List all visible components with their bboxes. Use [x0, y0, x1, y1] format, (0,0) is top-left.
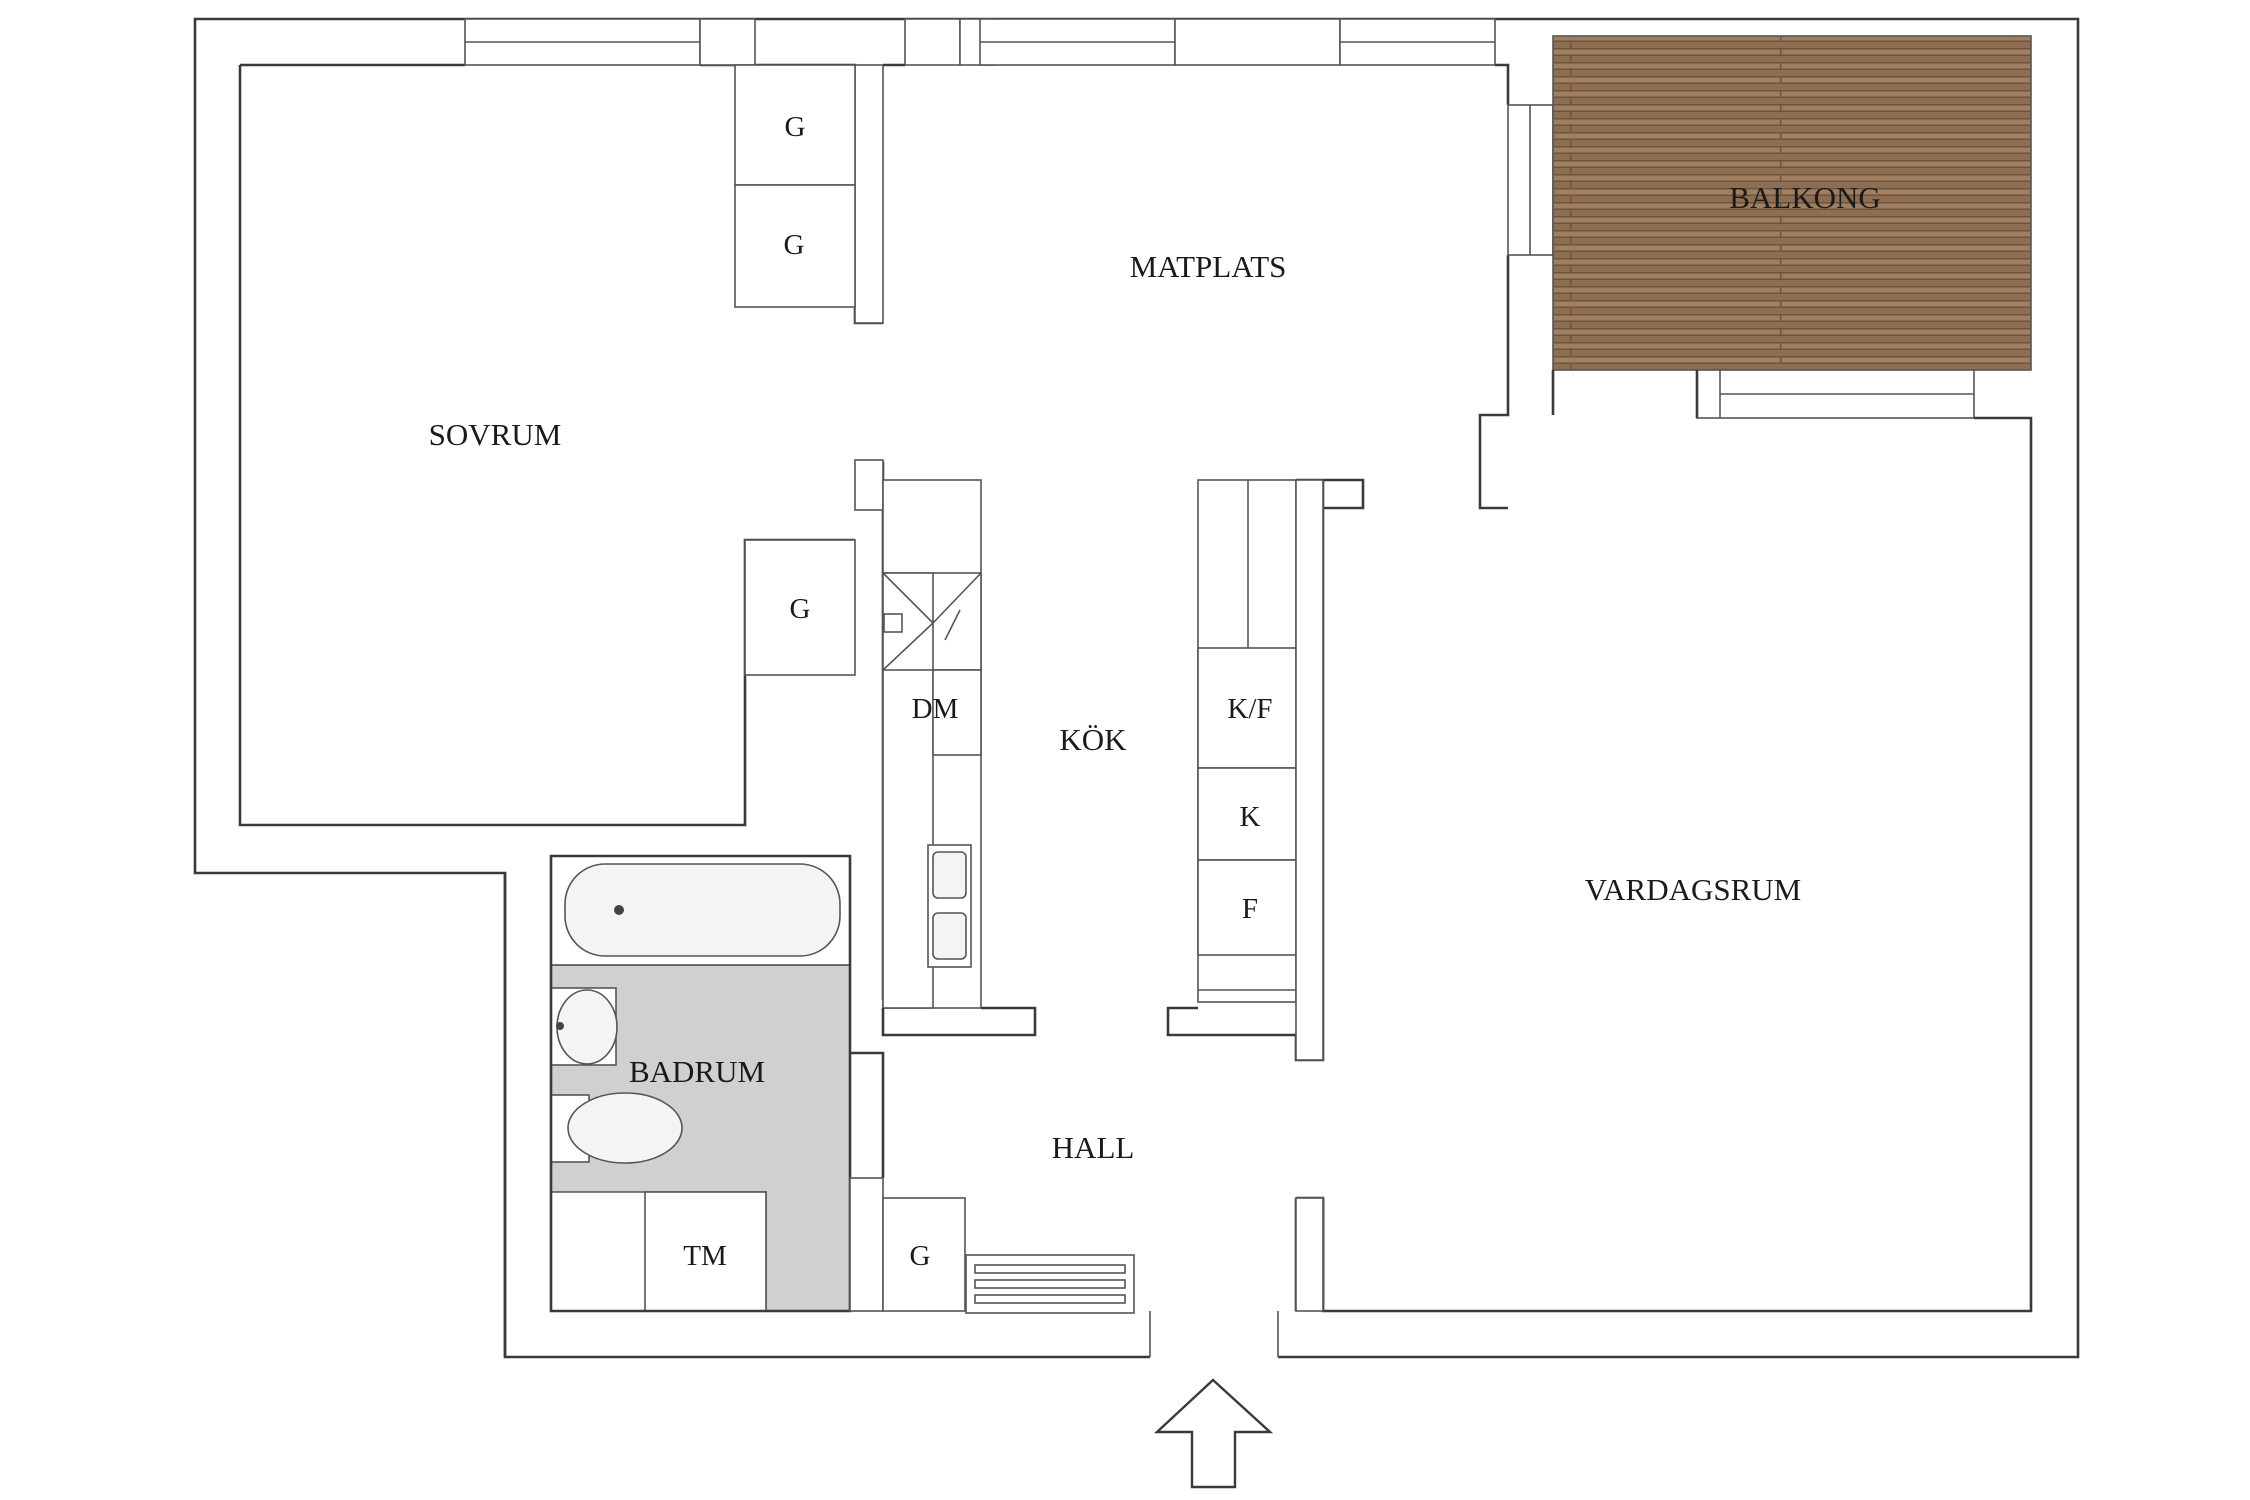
window-matplats-1 [904, 18, 961, 66]
badrum-partition [849, 1177, 884, 1312]
entrance-arrow-icon [1153, 1378, 1274, 1489]
washbasin-icon[interactable] [556, 989, 618, 1065]
room-label-badrum: BADRUM [629, 1054, 765, 1089]
fridge-freezer-label: K/F [1227, 693, 1272, 725]
wardrobe-3[interactable] [744, 539, 856, 676]
dishwasher[interactable] [932, 669, 982, 756]
freezer-label: F [1242, 893, 1258, 925]
wardrobe-2[interactable] [734, 184, 856, 308]
freezer[interactable] [1197, 859, 1297, 956]
window-matplats-4 [1174, 18, 1341, 66]
room-label-hall: HALL [1052, 1130, 1135, 1165]
wardrobe-hall-label: G [910, 1240, 931, 1272]
sink-basin-2-icon [932, 912, 967, 960]
wardrobe-2-label: G [784, 229, 805, 261]
wardrobe-1[interactable] [734, 64, 856, 186]
fridge[interactable] [1197, 767, 1297, 861]
entrance-door[interactable] [1150, 1350, 1278, 1364]
kok-wall-bottom-left [881, 1006, 1037, 1037]
wardrobe-3-label: G [790, 593, 811, 625]
bathtub-drain-icon [614, 905, 624, 915]
washing-machine-label: TM [683, 1240, 727, 1272]
sink-basin-1-icon [932, 851, 967, 899]
wardrobe-hall[interactable] [882, 1197, 966, 1312]
room-label-kok: KÖK [1059, 722, 1127, 757]
kok-partition-right [1295, 479, 1324, 1061]
vardagsrum-inner-wall [1321, 370, 2033, 1313]
sovrum-partition-top [854, 64, 884, 324]
room-label-sovrum: SOVRUM [429, 417, 562, 452]
room-label-matplats: MATPLATS [1130, 249, 1287, 284]
matplats-inner-wall [883, 63, 1510, 510]
toilet-icon[interactable] [567, 1092, 683, 1164]
balkong-deck [1552, 35, 2032, 371]
fridge-label: K [1240, 801, 1261, 833]
room-label-balkong: BALKONG [1729, 180, 1881, 215]
hall-partition-right [1295, 1197, 1324, 1312]
wardrobe-1-label: G [785, 111, 806, 143]
window-sovrum-2 [699, 18, 756, 66]
room-label-vardagsrum: VARDAGSRUM [1585, 872, 1802, 907]
stove-icon [882, 572, 982, 671]
washing-machine[interactable] [644, 1191, 767, 1312]
sovrum-partition-bottom [854, 459, 884, 511]
bathtub-icon[interactable] [564, 863, 841, 957]
dishwasher-label: DM [912, 693, 959, 725]
